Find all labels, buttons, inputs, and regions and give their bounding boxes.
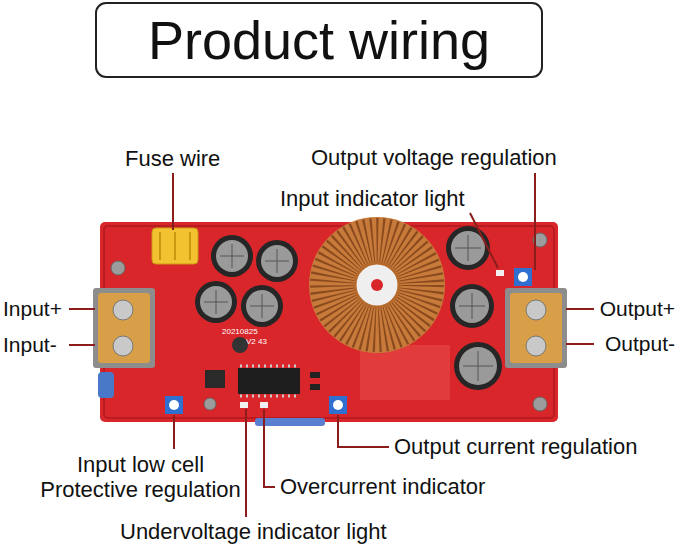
inductor-center (355, 263, 399, 307)
terminal-label: Output- (605, 332, 675, 356)
terminal-label: Output+ (600, 297, 675, 321)
leader-line (566, 308, 594, 310)
leader-line (264, 409, 275, 487)
fuse-rib (174, 232, 176, 260)
screw-hole (533, 397, 547, 411)
smd-part (310, 372, 320, 378)
terminal-label: Input+ (3, 297, 62, 321)
potentiometer (514, 268, 532, 286)
part-label: Input indicator light (280, 186, 465, 211)
led (240, 402, 248, 408)
capacitor (211, 235, 253, 277)
ic-pins (240, 395, 298, 398)
pcb-pad-area (360, 345, 450, 400)
leader-line (470, 213, 498, 268)
part-label: Output voltage regulation (311, 145, 557, 170)
terminal-cover (98, 293, 150, 363)
screw-hole (111, 261, 125, 275)
capacitor (256, 240, 298, 282)
silkscreen-text: 20210825 (222, 327, 258, 336)
heatsink-edge (255, 418, 325, 426)
capacitor (450, 284, 494, 328)
silkscreen-text: V2 43 (246, 337, 267, 346)
terminal-screw (113, 336, 133, 356)
terminal-label: Input- (3, 333, 57, 357)
inductor-core (309, 217, 445, 353)
potentiometer-screw (518, 272, 528, 282)
terminal-screw (113, 300, 133, 320)
leader-line (338, 415, 389, 447)
terminal-screw (526, 336, 546, 356)
terminal-screw (526, 300, 546, 320)
leader-line (566, 343, 594, 345)
leader-line (245, 409, 247, 517)
capacitor (195, 281, 237, 323)
smd-part (310, 384, 320, 390)
potentiometer-screw (333, 400, 343, 410)
part-label: Input low cell Protective regulation (33, 452, 248, 503)
terminal-cover (510, 293, 562, 363)
leader-line (69, 308, 95, 310)
title: Product wiring (96, 3, 542, 77)
screw-hole (204, 398, 216, 410)
leader-line (173, 415, 175, 449)
ic-pins (240, 365, 298, 368)
wire (98, 372, 114, 398)
potentiometer-screw (169, 400, 179, 410)
potentiometer (165, 396, 183, 414)
inductor-hole (371, 279, 383, 291)
ic-chip (238, 368, 300, 394)
capacitor (446, 226, 490, 270)
potentiometer (329, 396, 347, 414)
capacitor (454, 342, 502, 390)
led (260, 402, 268, 408)
fuse-rib (189, 232, 191, 260)
part-label: Fuse wire (125, 146, 220, 171)
fuse (152, 228, 198, 264)
capacitor (241, 285, 283, 327)
leader-line (172, 173, 174, 230)
part-label: Overcurrent indicator (280, 474, 485, 499)
part-label: Undervoltage indicator light (120, 519, 387, 544)
input-terminal (93, 288, 155, 368)
leader-line (69, 344, 95, 346)
transistor (205, 370, 225, 388)
small-capacitor (232, 337, 248, 353)
part-label: Output current regulation (394, 434, 637, 459)
fuse-rib (159, 232, 161, 260)
title-frame (96, 3, 542, 77)
inductor-winding (332, 240, 422, 330)
leader-line (534, 173, 536, 270)
output-terminal (505, 288, 567, 368)
led (496, 270, 504, 276)
